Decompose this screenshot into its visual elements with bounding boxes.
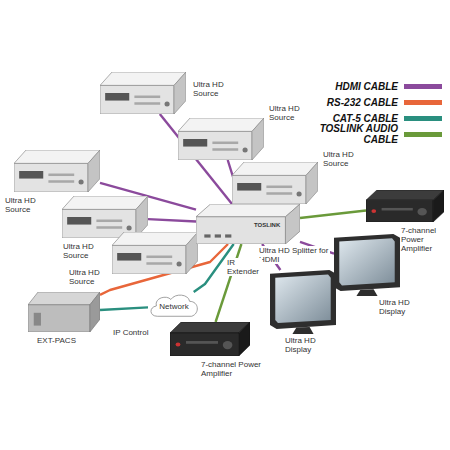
- panel-text: TOSLINK: [253, 222, 281, 229]
- device-box: EXT-PACS: [28, 292, 100, 332]
- device-label: Ultra HD Source: [192, 80, 232, 98]
- legend-swatch: [404, 100, 442, 105]
- device-drawing: [270, 270, 336, 334]
- device-drawing: [170, 322, 250, 356]
- device-label: EXT-PACS: [36, 336, 96, 345]
- legend-row: TOSLINK AUDIO CABLE: [292, 126, 446, 142]
- legend-swatch: [404, 116, 442, 121]
- device-label: Ultra HD Source: [62, 242, 102, 260]
- legend-text: HDMI CABLE: [292, 81, 398, 92]
- device-box: Ultra HD Display: [270, 270, 336, 334]
- cable-line: [100, 307, 148, 310]
- cable-line: [216, 244, 242, 322]
- device-drawing: [334, 234, 400, 296]
- device-label: Ultra HD Display: [378, 298, 420, 316]
- device-label: Ultra HD Source: [4, 196, 44, 214]
- device-drawing: [178, 118, 264, 160]
- device-box: Ultra HD Source: [112, 232, 198, 274]
- legend: HDMI CABLE RS-232 CABLE CAT-5 CABLETOSLINK…: [292, 78, 446, 142]
- network-cloud: Network: [148, 292, 200, 320]
- legend-text: CAT-5 CABLE: [292, 113, 398, 124]
- device-box: 7-channel Power Amplifier: [170, 322, 250, 356]
- callout-label: IP Control: [112, 328, 149, 337]
- device-label: 7-channel Power Amplifier: [400, 226, 446, 254]
- legend-text: RS-232 CABLE: [292, 97, 398, 108]
- device-box: Ultra HD Splitter for HDMI: [196, 204, 300, 244]
- legend-row: HDMI CABLE: [292, 78, 446, 94]
- device-drawing: [366, 190, 444, 222]
- device-drawing: [196, 204, 300, 244]
- device-drawing: [232, 162, 318, 204]
- device-label: Ultra HD Splitter for HDMI: [258, 246, 330, 264]
- device-label: Network: [148, 302, 200, 311]
- device-label: Ultra HD Source: [268, 104, 308, 122]
- device-drawing: [14, 150, 100, 192]
- device-box: Ultra HD Source: [232, 162, 318, 204]
- device-box: Ultra HD Display: [334, 234, 400, 296]
- device-label: Ultra HD Source: [322, 150, 362, 168]
- device-drawing: [100, 72, 186, 114]
- device-box: Ultra HD Source: [14, 150, 100, 192]
- device-label: Ultra HD Source: [68, 268, 108, 286]
- device-box: Ultra HD Source: [100, 72, 186, 114]
- legend-swatch: [404, 84, 442, 89]
- legend-text: TOSLINK AUDIO CABLE: [292, 123, 398, 145]
- device-drawing: [112, 232, 198, 274]
- cable-line: [300, 211, 366, 219]
- device-label: 7-channel Power Amplifier: [200, 360, 266, 378]
- callout-label: IR Extender: [226, 258, 262, 276]
- legend-row: RS-232 CABLE: [292, 94, 446, 110]
- legend-swatch: [404, 132, 442, 137]
- device-box: 7-channel Power Amplifier: [366, 190, 444, 222]
- device-drawing: [28, 292, 100, 332]
- cable-line: [100, 244, 228, 295]
- device-label: Ultra HD Display: [284, 336, 326, 354]
- device-box: Ultra HD Source: [178, 118, 264, 160]
- cable-line: [148, 219, 196, 221]
